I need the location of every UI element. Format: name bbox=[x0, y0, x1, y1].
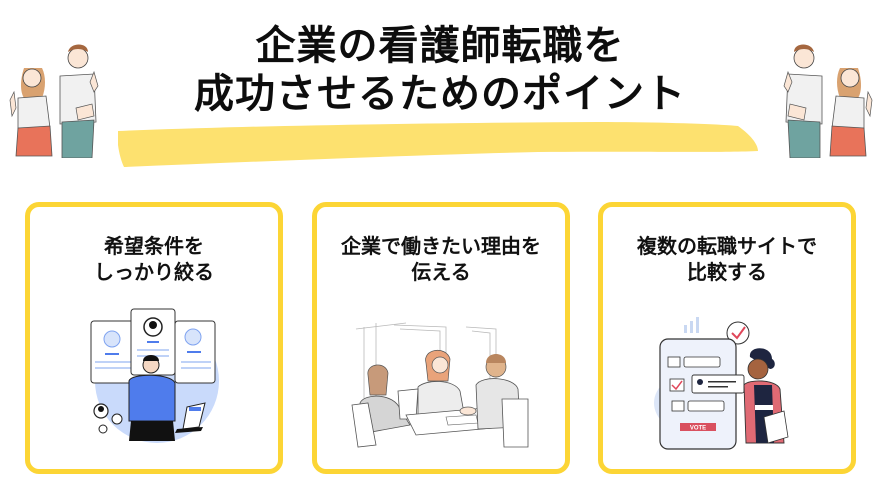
title-line-2: 成功させるためのポイント bbox=[194, 71, 686, 117]
card-title-line: 伝える bbox=[411, 260, 471, 284]
thumbs-up-couple-icon bbox=[783, 44, 873, 158]
thumbs-up-couple-icon bbox=[9, 44, 99, 158]
card-title-line: しっかり絞る bbox=[94, 260, 214, 284]
phone-vote-checklist-icon: VOTE bbox=[654, 317, 789, 450]
point-card-3: 複数の転職サイトで 比較する VOTE bbox=[598, 202, 856, 474]
card-title: 希望条件を しっかり絞る bbox=[30, 233, 278, 285]
card-title: 企業で働きたい理由を 伝える bbox=[317, 233, 565, 285]
candidate-profiles-thinking-icon bbox=[90, 308, 219, 443]
title-line-1: 企業の看護師転職を bbox=[255, 23, 625, 69]
highlight-brushstroke bbox=[118, 122, 758, 167]
card-title: 複数の転職サイトで 比較する bbox=[603, 233, 851, 285]
card-title-line: 希望条件を bbox=[104, 234, 204, 258]
point-card-2: 企業で働きたい理由を 伝える bbox=[312, 202, 570, 474]
page-title: 企業の看護師転職を 成功させるためのポイント bbox=[0, 22, 880, 118]
vote-label: VOTE bbox=[690, 426, 706, 432]
card-title-line: 比較する bbox=[687, 260, 767, 284]
card-title-line: 複数の転職サイトで bbox=[637, 234, 817, 258]
point-card-1: 希望条件を しっかり絞る bbox=[25, 202, 283, 474]
interview-handshake-icon bbox=[351, 322, 529, 448]
card-title-line: 企業で働きたい理由を bbox=[341, 234, 541, 258]
